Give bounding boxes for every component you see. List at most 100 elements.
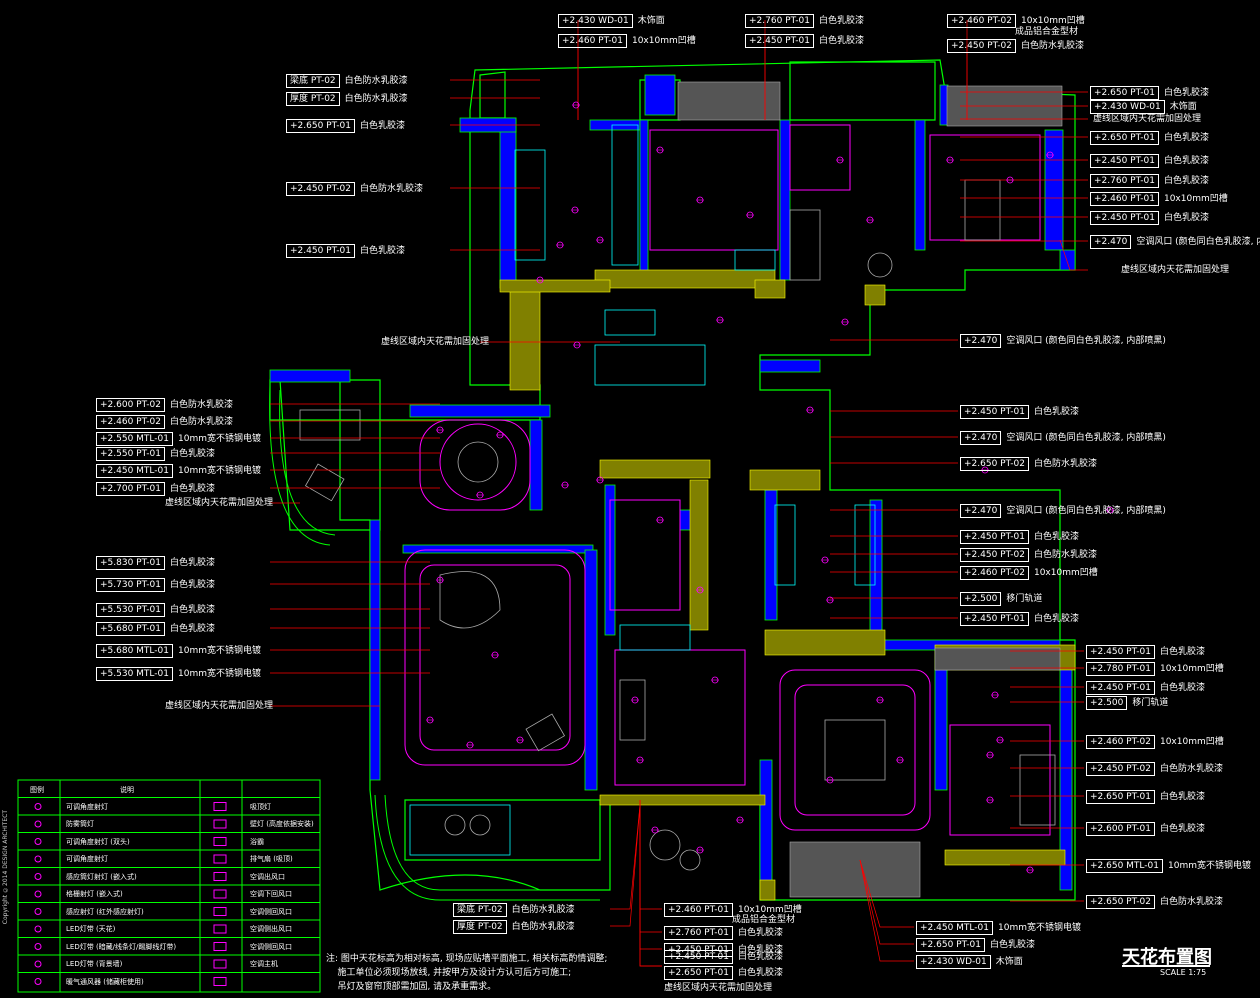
level-box: +2.460 PT-02 xyxy=(960,566,1029,580)
legend-symbol xyxy=(34,925,42,933)
legend-desc-2: 空调侧出风口 xyxy=(250,925,292,933)
callout-desc: 白色乳胶漆 xyxy=(1163,133,1209,143)
level-box: +2.650 PT-01 xyxy=(916,938,985,952)
furniture xyxy=(299,179,1056,871)
level-box: +2.650 MTL-01 xyxy=(1086,859,1163,873)
bottom-mid-extra: 成品铝合金型材 xyxy=(732,915,796,925)
callout-desc: 木饰面 xyxy=(637,16,665,26)
leader-line xyxy=(639,800,662,967)
callout-desc: 白色防水乳胶漆 xyxy=(511,922,575,932)
level-box: +2.780 PT-01 xyxy=(1086,662,1155,676)
callout-left-low-note: 虚线区域内天花需加固处理 xyxy=(162,700,273,712)
level-box: +2.450 PT-01 xyxy=(286,244,355,258)
callout-desc: 白色乳胶漆 xyxy=(169,580,215,590)
level-box: +2.450 MTL-01 xyxy=(916,921,993,935)
callout-desc: 虚线区域内天花需加固处理 xyxy=(381,337,490,347)
level-box: 厚度 PT-02 xyxy=(453,920,507,934)
callout-desc: 移门轨道 xyxy=(1006,594,1043,604)
callout-desc: 白色乳胶漆 xyxy=(1159,683,1205,693)
callout-desc: 虚线区域内天花需加固处理 xyxy=(1093,114,1202,124)
level-box: +2.550 MTL-01 xyxy=(96,432,173,446)
legend-header-symbol: 图例 xyxy=(30,786,44,794)
level-box: +5.530 MTL-01 xyxy=(96,667,173,681)
level-box: 梁底 PT-02 xyxy=(453,903,507,917)
legend-symbol-2 xyxy=(213,819,227,829)
legend-desc: 暖气通风器 (储藏柜使用) xyxy=(66,977,144,986)
leader-line xyxy=(859,859,914,945)
level-box: +2.430 WD-01 xyxy=(1090,100,1165,114)
legend-desc: 可调角度射灯 xyxy=(66,855,108,863)
callout-desc: 白色乳胶漆 xyxy=(1033,614,1079,624)
drawing-scale: SCALE 1:75 xyxy=(1160,968,1207,977)
callout-desc: 白色乳胶漆 xyxy=(1163,176,1209,186)
level-box: +2.460 PT-02 xyxy=(96,415,165,429)
level-box: +2.650 PT-01 xyxy=(286,119,355,133)
level-box: +2.600 PT-01 xyxy=(1086,822,1155,836)
level-box: 厚度 PT-02 xyxy=(286,92,340,106)
level-box: +2.460 PT-01 xyxy=(1090,192,1159,206)
legend-symbol-2 xyxy=(213,854,227,864)
legend-desc: 感应筒灯射灯 (嵌入式) xyxy=(66,872,137,881)
callout-desc: 10mm宽不锈钢电镀 xyxy=(1168,861,1251,871)
callout-desc: 白色防水乳胶漆 xyxy=(1159,764,1223,774)
level-box: +2.470 xyxy=(1090,235,1132,249)
callout-desc: 白色乳胶漆 xyxy=(169,484,215,494)
callout-desc: 白色乳胶漆 xyxy=(737,928,783,938)
level-box: +2.450 PT-02 xyxy=(960,548,1029,562)
callout-desc: 白色乳胶漆 xyxy=(818,16,864,26)
callout-desc: 白色乳胶漆 xyxy=(1159,647,1205,657)
callout-left-low: +5.680 PT-01 白色乳胶漆 xyxy=(96,622,215,636)
level-box: +2.450 PT-02 xyxy=(286,182,355,196)
callout-desc: 白色乳胶漆 xyxy=(169,624,215,634)
legend-desc-2: 空调侧回风口 xyxy=(250,942,292,951)
level-box: +2.450 PT-01 xyxy=(1090,211,1159,225)
legend-symbol-2 xyxy=(213,942,227,951)
callout-desc: 空调风口 (颜色同白色乳胶漆, 内部喷黑) xyxy=(1006,336,1166,346)
legend-desc-2: 浴霸 xyxy=(250,837,264,846)
drawing-title: 天花布置图 xyxy=(1122,947,1212,968)
legend-symbol xyxy=(34,873,42,880)
level-box: +2.470 xyxy=(960,334,1002,348)
callout-desc: 白色乳胶漆 xyxy=(1163,156,1209,166)
legend-symbol xyxy=(34,855,42,863)
legend-symbol xyxy=(34,960,42,968)
callout-desc: 空调风口 (颜色同白色乳胶漆, 内部喷黑) xyxy=(1006,433,1166,443)
legend-symbol xyxy=(34,803,42,810)
level-box: +2.450 MTL-01 xyxy=(96,464,173,478)
callout-desc: 白色乳胶漆 xyxy=(169,449,215,459)
level-box: +5.680 PT-01 xyxy=(96,622,165,636)
callout-right-low: +2.650 MTL-01 10mm宽不锈钢电镀 xyxy=(1086,859,1251,873)
callout-desc: 白色乳胶漆 xyxy=(1163,213,1209,223)
level-box: +5.530 PT-01 xyxy=(96,603,165,617)
callout-desc: 移门轨道 xyxy=(1132,698,1169,708)
callout-desc: 白色乳胶漆 xyxy=(1163,88,1209,98)
